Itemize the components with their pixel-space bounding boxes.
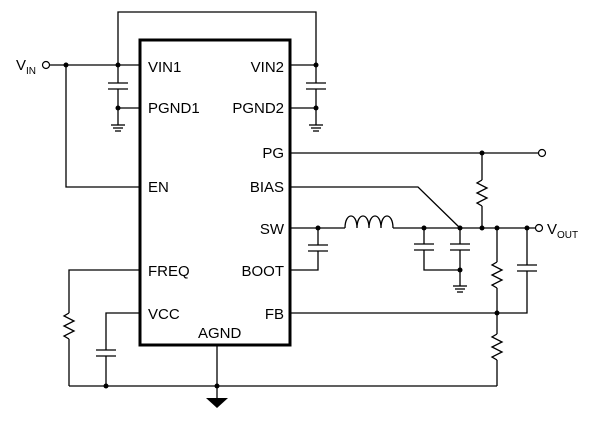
pin-pg-label: PG <box>262 145 284 162</box>
pin-pgnd2-label: PGND2 <box>232 100 284 117</box>
pin-boot-label: BOOT <box>241 263 284 280</box>
pin-sw-label: SW <box>260 221 285 238</box>
pg-terminal <box>537 148 547 158</box>
pin-vin1-label: VIN1 <box>148 59 181 76</box>
pin-vcc-label: VCC <box>148 306 180 323</box>
feedback-resistor-top <box>490 261 504 289</box>
pin-en-label: EN <box>148 179 169 196</box>
inductor <box>344 215 394 229</box>
vout-label: VOUT <box>547 221 578 241</box>
pin-bias-label: BIAS <box>250 179 284 196</box>
vin-terminal <box>41 60 51 70</box>
en-wire <box>65 65 140 188</box>
vout-terminal <box>534 223 544 233</box>
pg-pullup-resistor <box>475 179 489 207</box>
pin-fb-label: FB <box>265 306 284 323</box>
bias-wire <box>290 186 461 229</box>
freq-resistor <box>62 312 76 340</box>
vcc-wire <box>105 312 140 350</box>
freq-wire <box>68 269 140 313</box>
pin-freq-label: FREQ <box>148 263 190 280</box>
boot-wire <box>290 251 319 271</box>
pin-vin2-label: VIN2 <box>251 59 284 76</box>
pin-agnd-label: AGND <box>198 325 242 342</box>
vin-tie-wire <box>117 11 317 65</box>
vin-label: VIN <box>16 57 36 77</box>
ic-body <box>138 38 292 347</box>
feedback-resistor-bottom <box>490 333 504 361</box>
pin-pgnd1-label: PGND1 <box>148 100 200 117</box>
ground-arrow-icon <box>206 398 228 408</box>
